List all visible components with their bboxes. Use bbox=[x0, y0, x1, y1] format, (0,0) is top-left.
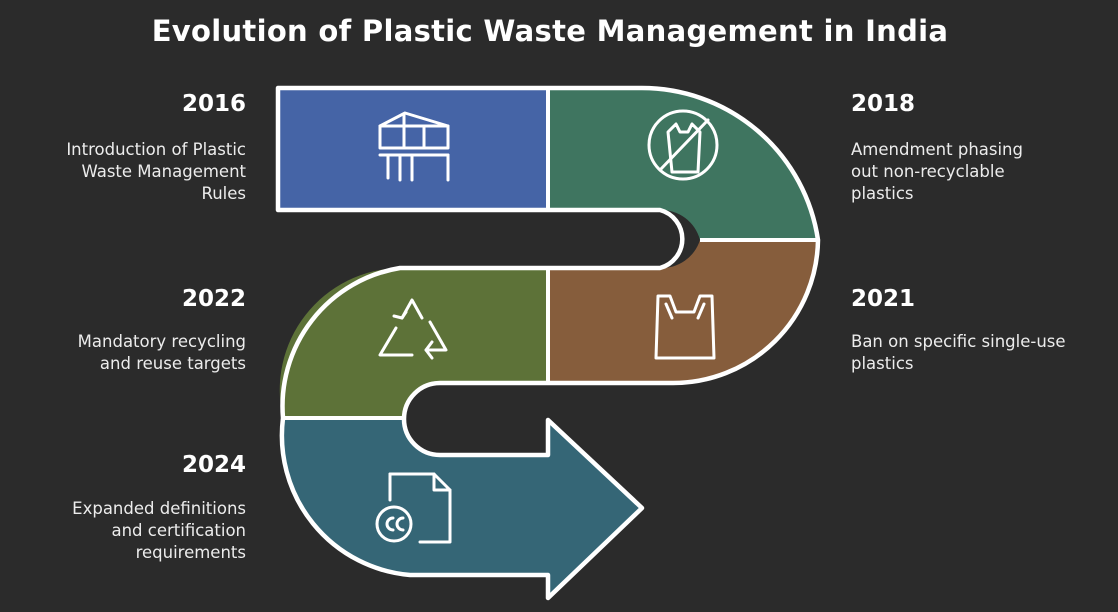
year-2018: 2018 bbox=[851, 91, 916, 117]
year-2016: 2016 bbox=[181, 91, 246, 117]
year-2022: 2022 bbox=[181, 286, 246, 312]
description-2018: Amendment phasing out non-recyclable pla… bbox=[851, 140, 1023, 203]
description-2022: Mandatory recycling and reuse targets bbox=[77, 332, 246, 373]
certificate-document-icon bbox=[375, 472, 452, 544]
segment-2022 bbox=[279, 268, 548, 418]
recycle-icon bbox=[378, 298, 448, 360]
plastic-bag-icon bbox=[654, 294, 716, 360]
building-pillars-icon bbox=[378, 111, 450, 182]
page-title: Evolution of Plastic Waste Management in… bbox=[151, 14, 949, 48]
year-2024: 2024 bbox=[181, 452, 246, 478]
segment-2024 bbox=[281, 418, 642, 598]
description-2024: Expanded definitions and certification r… bbox=[72, 499, 246, 562]
description-2021: Ban on specific single-use plastics bbox=[851, 332, 1066, 373]
year-2021: 2021 bbox=[851, 286, 916, 312]
no-plastic-bag-icon bbox=[647, 109, 719, 181]
description-2016: Introduction of Plastic Waste Management… bbox=[66, 140, 246, 203]
